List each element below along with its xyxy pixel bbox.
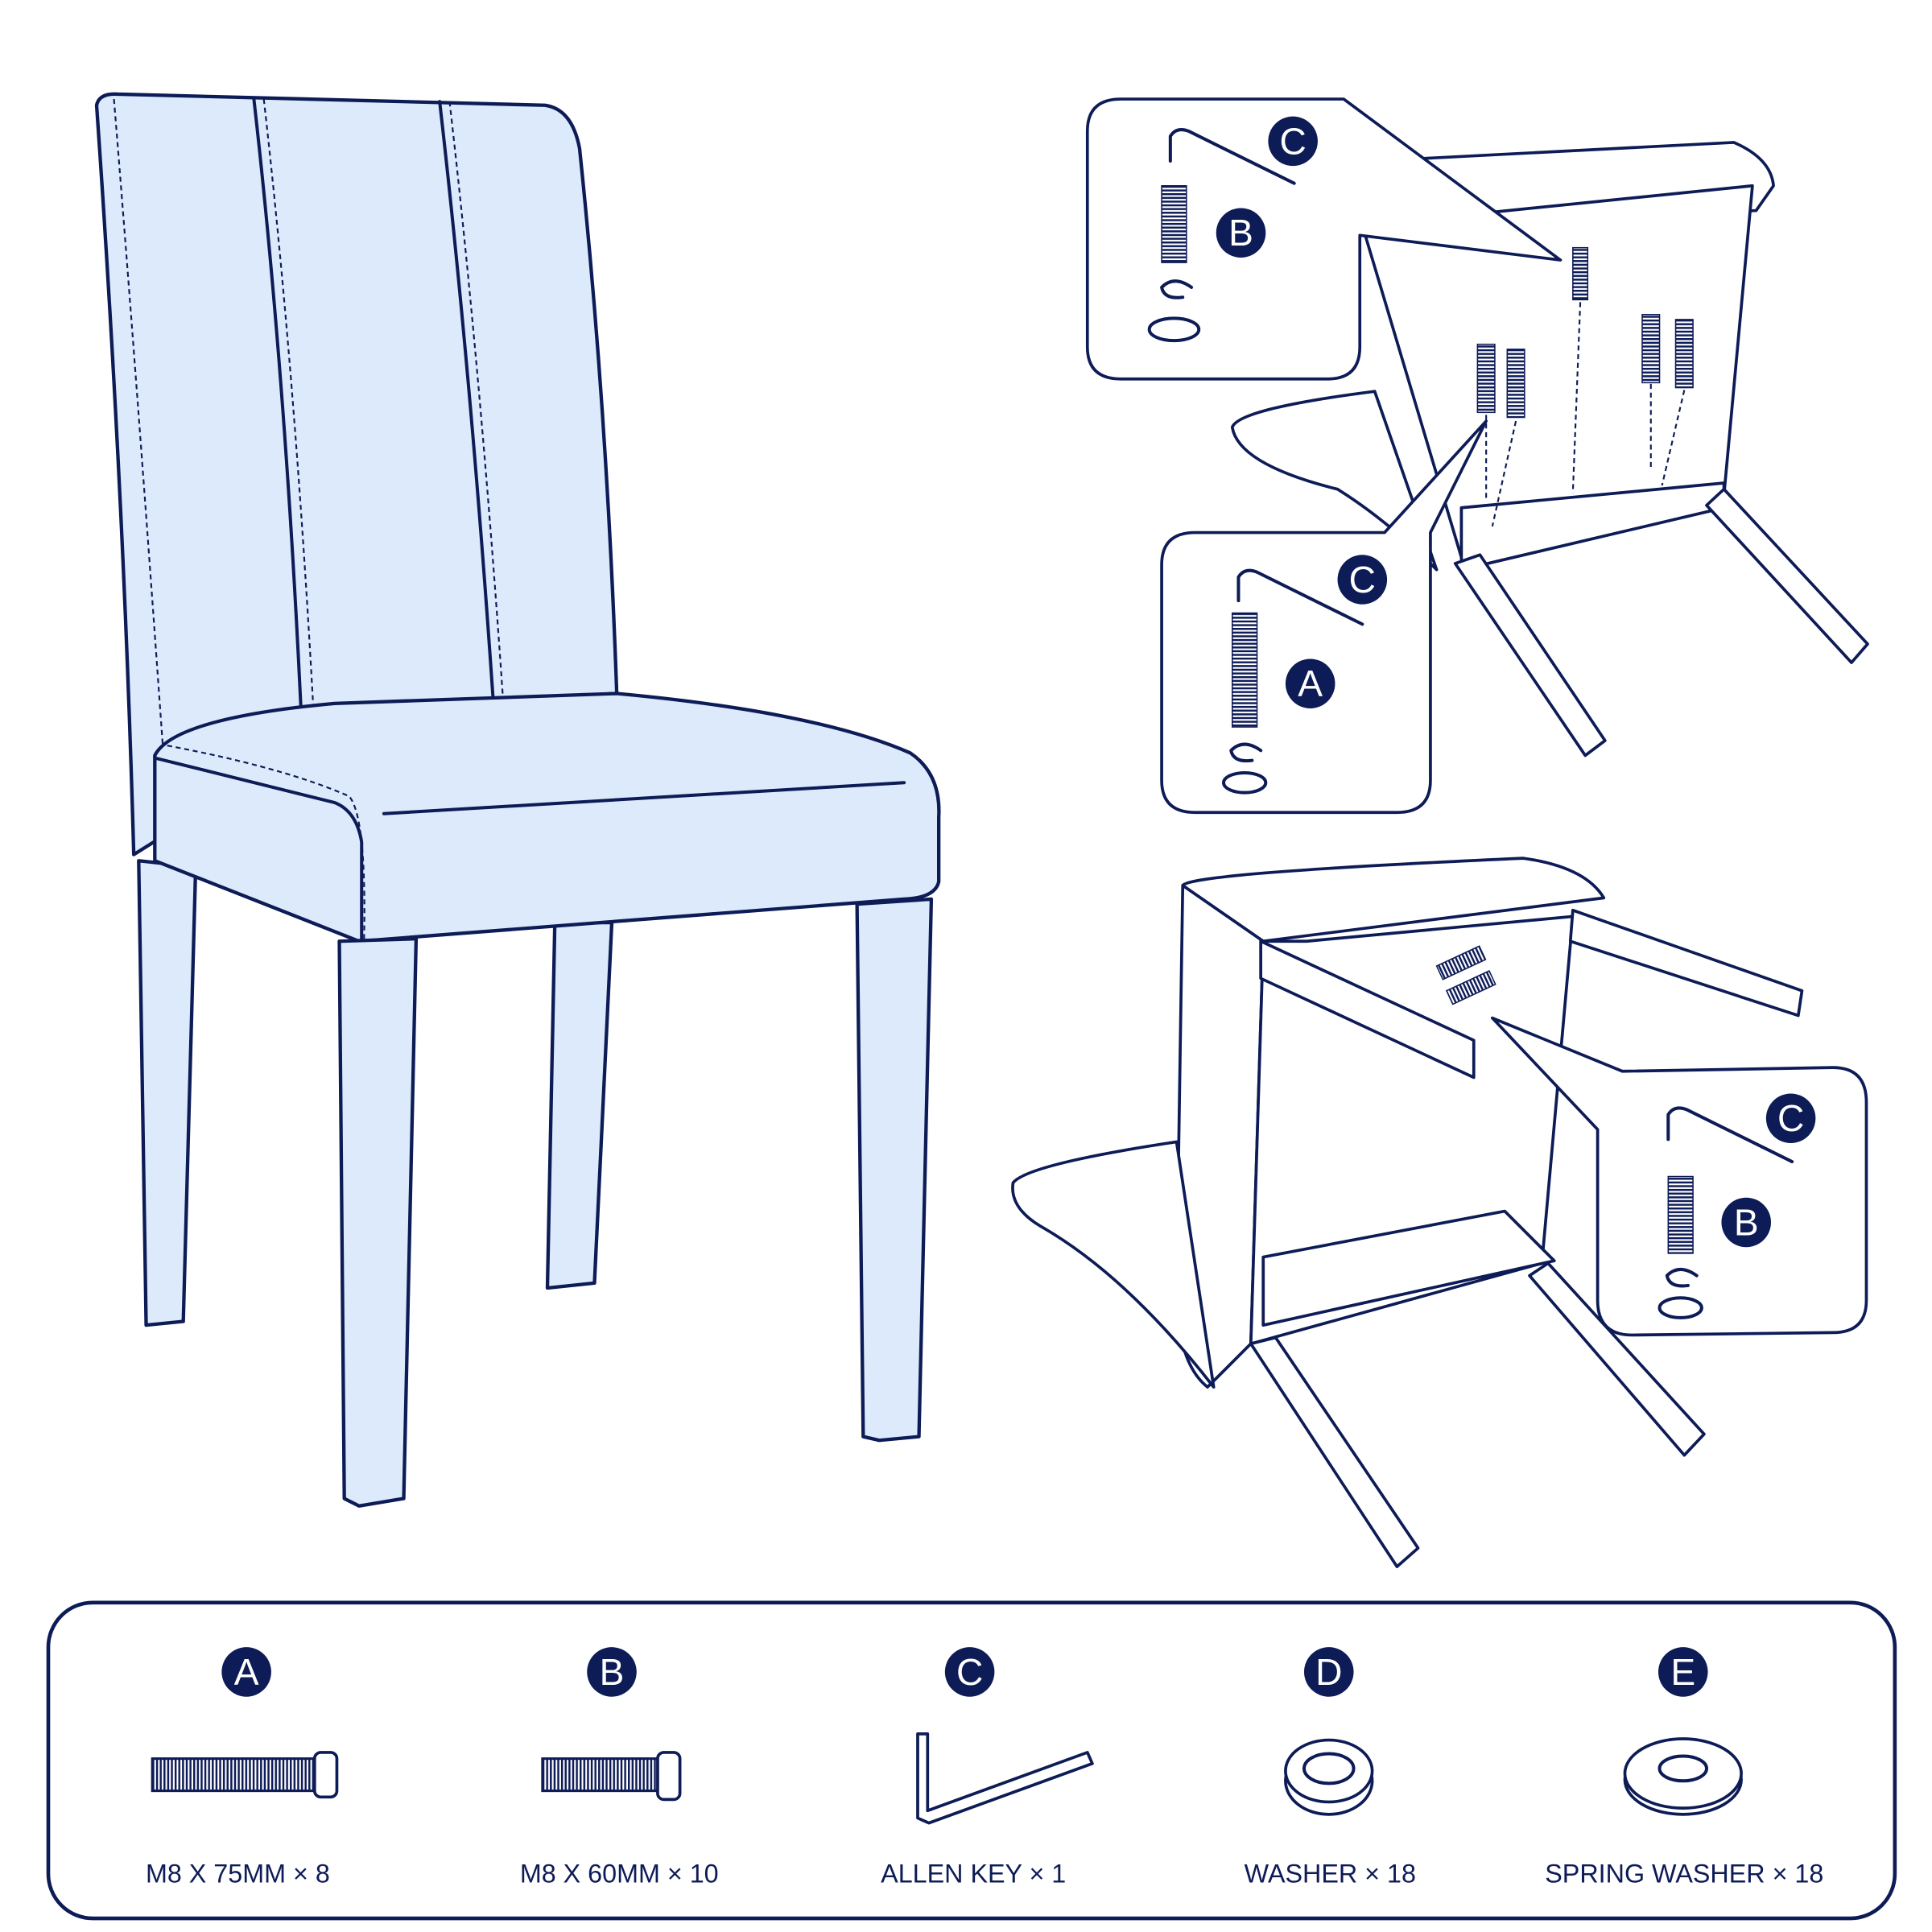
part-label: WASHER × 18	[1245, 1859, 1416, 1888]
part-d: D WASHER × 18	[1245, 1647, 1416, 1888]
chair-seat	[153, 691, 941, 943]
part-label: ALLEN KEY × 1	[881, 1859, 1066, 1888]
part-a: A M8 X 75MM × 8	[146, 1647, 339, 1888]
part-letter: C	[956, 1651, 983, 1693]
part-c: C ALLEN KEY × 1	[881, 1647, 1094, 1888]
chair-leg-back-right	[545, 921, 614, 1290]
part-b: B M8 X 60MM × 10	[520, 1647, 719, 1888]
callout-letter: C	[1777, 1097, 1804, 1139]
part-letter: B	[600, 1651, 625, 1693]
part-label: SPRING WASHER × 18	[1545, 1859, 1823, 1888]
part-label: M8 X 75MM × 8	[146, 1859, 330, 1888]
bolt-icon	[1476, 246, 1694, 419]
callout-letter: C	[1279, 120, 1306, 162]
chair-backrest	[94, 92, 619, 857]
step2-illustration: C B	[1011, 857, 1868, 1568]
part-letter: D	[1315, 1651, 1342, 1693]
spring-washer-icon	[1284, 1738, 1374, 1816]
chair-leg-front-right	[855, 897, 934, 1443]
callout-letter: A	[1298, 663, 1323, 704]
part-letter: A	[234, 1651, 259, 1693]
callout-letter: B	[1734, 1201, 1759, 1243]
bolt-short-icon	[541, 1751, 682, 1802]
part-label: M8 X 60MM × 10	[520, 1859, 719, 1888]
callout-letter: C	[1349, 559, 1376, 601]
part-letter: E	[1670, 1651, 1695, 1693]
inset-detail-upper	[1085, 97, 1563, 381]
chair-leg-front-left	[337, 937, 419, 1508]
allen-key-icon	[916, 1732, 1094, 1825]
step1-illustration: C B C A	[1085, 97, 1869, 815]
parts-list-panel: A M8 X 75MM × 8 B M8 X 60MM × 10 C ALLEN…	[46, 1600, 1897, 1921]
flat-washer-icon	[1623, 1737, 1743, 1816]
bolt-long-icon	[151, 1751, 339, 1799]
chair-leg-back-left	[137, 859, 198, 1327]
callout-letter: B	[1228, 212, 1253, 254]
part-e: E SPRING WASHER × 18	[1545, 1647, 1823, 1888]
assembled-chair-illustration	[94, 92, 941, 1508]
